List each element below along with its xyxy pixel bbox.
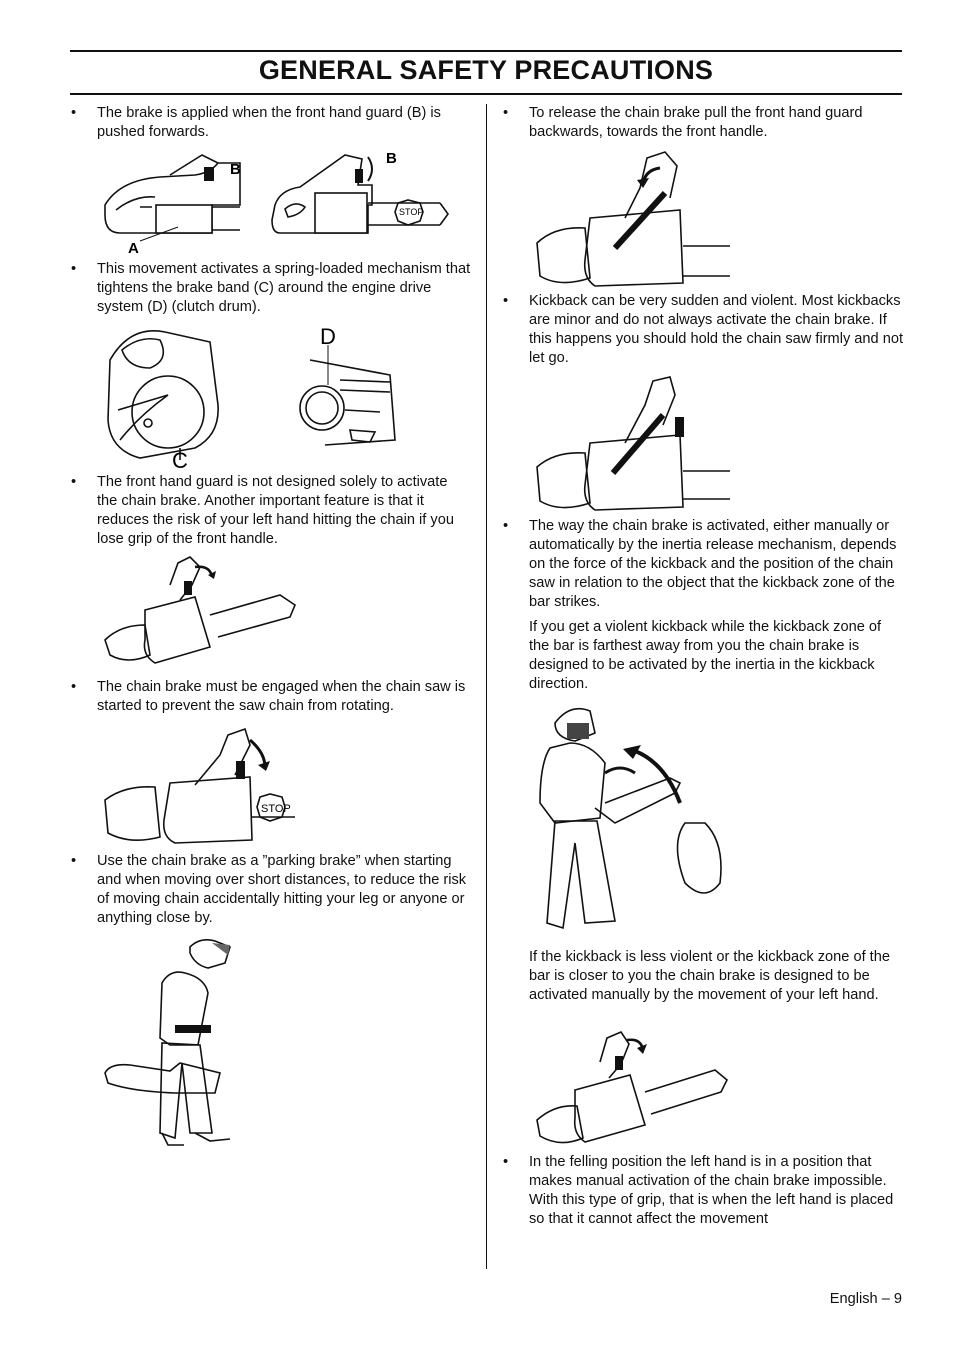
figure-kickback-inertia (535, 703, 730, 943)
column-divider (486, 104, 487, 1269)
label-b-1: B (230, 161, 241, 178)
figure-release-brake (535, 148, 735, 288)
label-c: C (172, 448, 188, 472)
page-title: GENERAL SAFETY PRECAUTIONS (258, 55, 714, 85)
figure-hand-guard-forward: A B STOP B (100, 145, 450, 257)
figure-start-with-brake: STOP (100, 725, 300, 850)
figure-kickback-hold (535, 375, 735, 513)
right-paragraph-1: If you get a violent kickback while the … (529, 619, 882, 692)
right-paragraph-2: If the kickback is less violent or the k… (529, 949, 890, 1003)
figure-brake-band-clutch-drum: C D (100, 320, 410, 472)
header-bottom-rule (70, 93, 902, 95)
header-top-rule (70, 50, 902, 52)
label-a: A (128, 240, 139, 257)
stop-sign-text-2: STOP (261, 803, 291, 815)
stop-sign-text-1: STOP (399, 207, 423, 217)
label-d: D (320, 324, 336, 349)
figure-hand-slip-protection (100, 555, 300, 675)
figure-kickback-manual (535, 1030, 730, 1152)
figure-carrying-chain-saw (100, 933, 245, 1153)
label-b-2: B (386, 150, 397, 167)
page-footer: English – 9 (829, 1291, 902, 1307)
